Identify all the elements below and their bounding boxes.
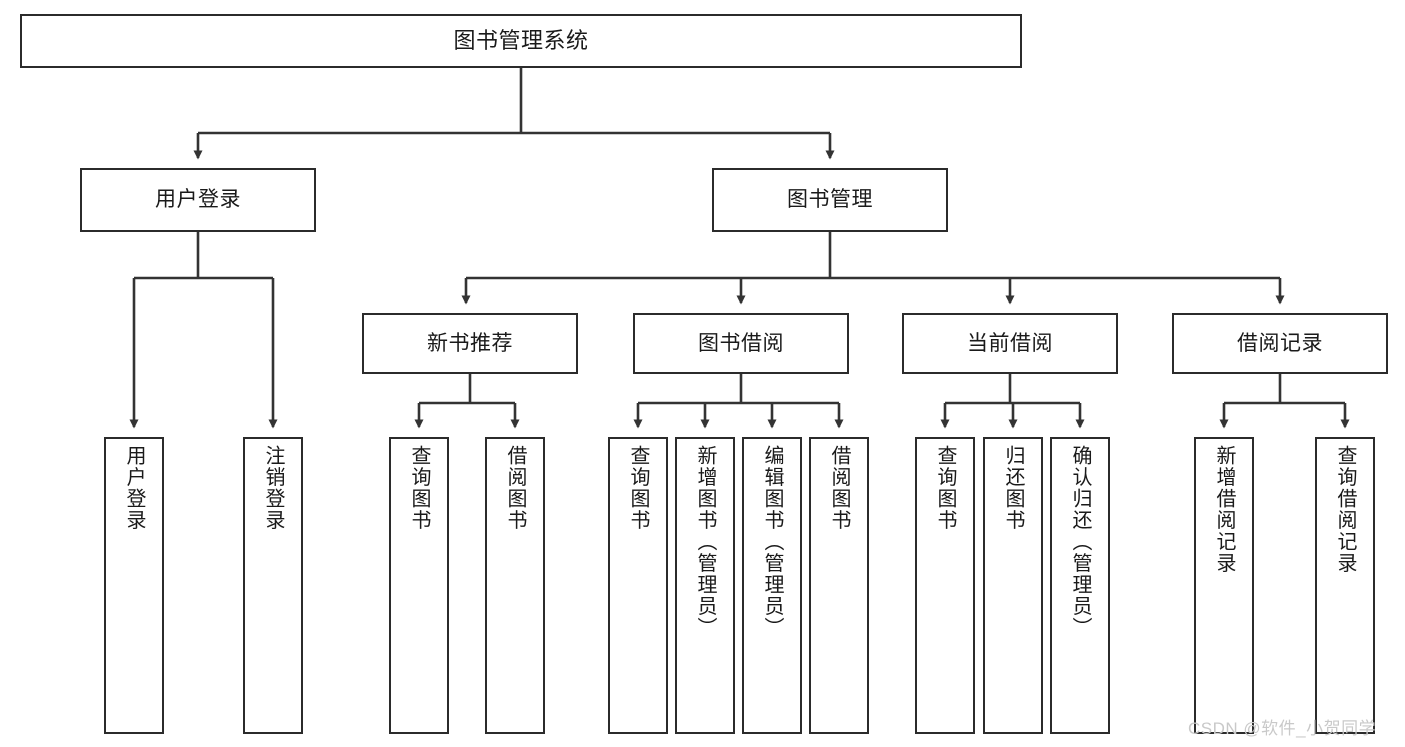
watermark-text: CSDN @软件_小贺同学 [1188,719,1377,738]
node-leaf-query-book-1[interactable]: 查询图书 [389,437,449,734]
node-label: 借阅记录 [1237,331,1323,355]
node-label: 用户登录 [155,188,241,212]
node-label: 图书管理系统 [453,27,589,53]
node-label: 借阅图书 [504,445,526,531]
node-leaf-add-borrow-record[interactable]: 新增借阅记录 [1194,437,1254,734]
node-label: 借阅图书 [828,445,850,531]
node-leaf-add-book-admin[interactable]: 新增图书（管理员） [675,437,735,734]
node-leaf-return-book[interactable]: 归还图书 [983,437,1043,734]
node-book-borrow[interactable]: 图书借阅 [633,313,849,374]
node-book-management[interactable]: 图书管理 [712,168,948,232]
node-leaf-logout-login[interactable]: 注销登录 [243,437,303,734]
node-label: 新增图书（管理员） [694,445,716,639]
node-leaf-edit-book-admin[interactable]: 编辑图书（管理员） [742,437,802,734]
node-label: 图书借阅 [698,331,784,355]
node-leaf-borrow-book-2[interactable]: 借阅图书 [809,437,869,734]
node-label: 查询图书 [627,445,649,531]
node-label: 注销登录 [262,445,284,531]
node-leaf-query-book-2[interactable]: 查询图书 [608,437,668,734]
node-label: 编辑图书（管理员） [761,445,783,639]
node-label: 新书推荐 [427,331,513,355]
node-leaf-query-book-3[interactable]: 查询图书 [915,437,975,734]
node-label: 查询图书 [408,445,430,531]
node-label: 查询借阅记录 [1334,445,1356,574]
node-label: 确认归还（管理员） [1069,445,1091,639]
node-label: 图书管理 [787,188,873,212]
node-leaf-query-borrow-record[interactable]: 查询借阅记录 [1315,437,1375,734]
node-leaf-user-login[interactable]: 用户登录 [104,437,164,734]
node-label: 查询图书 [934,445,956,531]
node-current-borrow[interactable]: 当前借阅 [902,313,1118,374]
node-label: 新增借阅记录 [1213,445,1235,574]
node-leaf-borrow-book-1[interactable]: 借阅图书 [485,437,545,734]
node-borrow-record[interactable]: 借阅记录 [1172,313,1388,374]
node-label: 当前借阅 [967,331,1053,355]
node-label: 归还图书 [1002,445,1024,531]
node-leaf-confirm-return-admin[interactable]: 确认归还（管理员） [1050,437,1110,734]
node-label: 用户登录 [123,445,145,531]
node-new-book-recommend[interactable]: 新书推荐 [362,313,578,374]
node-root-system[interactable]: 图书管理系统 [20,14,1022,68]
node-user-login[interactable]: 用户登录 [80,168,316,232]
